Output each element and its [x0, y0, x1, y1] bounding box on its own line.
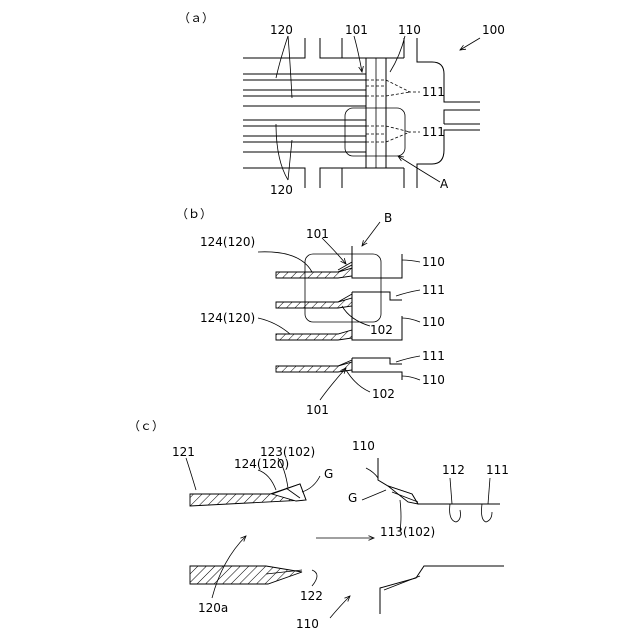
- label-111-bottom: 111: [422, 125, 445, 139]
- conductor-120a: [190, 566, 302, 584]
- leader-lines-b: [258, 222, 420, 400]
- label-101-bottom: 101: [306, 403, 329, 417]
- label-110-top: 110: [352, 439, 375, 453]
- detail-region-b-box: [305, 254, 381, 322]
- panel-c: （ｃ）: [128, 419, 509, 631]
- label-110-1: 110: [422, 255, 445, 269]
- conductor-strip-2: [276, 298, 352, 308]
- panel-a: （ａ）: [178, 11, 505, 197]
- label-123: 123(102): [260, 445, 315, 459]
- housing-110-bottom: [380, 566, 504, 614]
- label-124: 124(120): [234, 457, 289, 471]
- panel-b: （ｂ）: [176, 207, 445, 417]
- panel-c-label: （ｃ）: [128, 419, 164, 433]
- label-110: 110: [398, 23, 421, 37]
- conductor-strip-4: [276, 362, 352, 372]
- label-124-top: 124(120): [200, 235, 255, 249]
- label-110-bottom: 110: [296, 617, 319, 631]
- loop-112: [450, 504, 461, 522]
- label-a: A: [440, 177, 449, 191]
- label-111-top: 111: [422, 85, 445, 99]
- housing-110-top: [378, 458, 500, 504]
- label-b: B: [384, 211, 392, 225]
- conductor-layers-top: [243, 74, 366, 106]
- label-112: 112: [442, 463, 465, 477]
- label-111-2: 111: [422, 349, 445, 363]
- label-121: 121: [172, 445, 195, 459]
- contact-113: [388, 486, 418, 504]
- label-124-mid: 124(120): [200, 311, 255, 325]
- conductor-strip-1: [276, 268, 352, 278]
- label-110-3: 110: [422, 373, 445, 387]
- detail-region-a-box: [345, 108, 405, 156]
- label-111: 111: [486, 463, 509, 477]
- label-120-bottom: 120: [270, 183, 293, 197]
- label-120a: 120a: [198, 601, 228, 615]
- label-110-2: 110: [422, 315, 445, 329]
- label-102-2: 102: [372, 387, 395, 401]
- conductor-layers-bottom: [243, 120, 366, 152]
- label-102-1: 102: [370, 323, 393, 337]
- label-113: 113(102): [380, 525, 435, 539]
- connector-housing-outline: [243, 38, 480, 188]
- label-100: 100: [482, 23, 505, 37]
- label-111-1: 111: [422, 283, 445, 297]
- label-g-right: G: [348, 491, 357, 505]
- loop-111: [482, 504, 493, 522]
- label-101-top: 101: [306, 227, 329, 241]
- label-101: 101: [345, 23, 368, 37]
- panel-a-label: （ａ）: [178, 11, 214, 25]
- label-g-left: G: [324, 467, 333, 481]
- label-122: 122: [300, 589, 323, 603]
- panel-b-label: （ｂ）: [176, 207, 212, 221]
- label-120-top: 120: [270, 23, 293, 37]
